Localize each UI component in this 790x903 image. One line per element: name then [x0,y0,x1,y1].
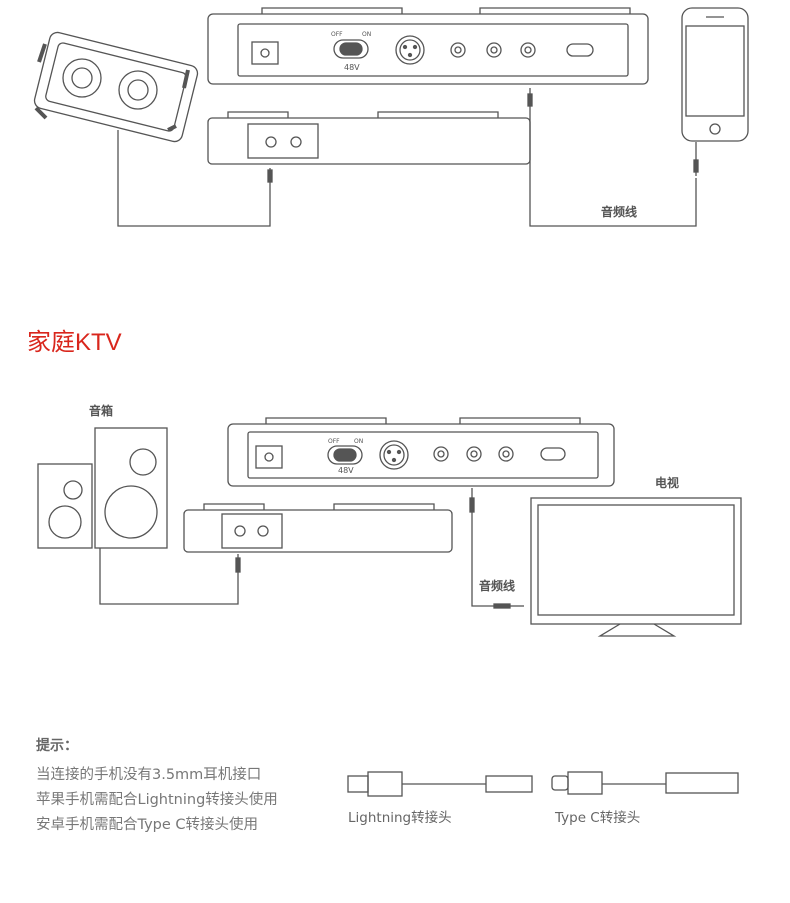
ktv-speakers [37,427,168,549]
tip-line-2: 苹果手机需配合Lightning转接头使用 [36,792,278,808]
top-guitar-amp [33,31,199,143]
ktv-switch-on-label: ON [354,438,364,445]
ktv-switch-off-label: OFF [328,438,340,445]
ktv-cable-label: 音频线 [479,579,516,593]
top-switch-on-label: ON [362,31,372,38]
tip-line-3: 安卓手机需配合Type C转接头使用 [36,817,259,833]
tip-line-1: 当连接的手机没有3.5mm耳机接口 [36,767,262,783]
ktv-mixer-back [227,417,615,487]
section-title-ktv: 家庭KTV [27,329,122,356]
ktv-phantom-label: 48V [338,466,354,475]
ktv-mixer-front [183,503,453,553]
ktv-tv [530,497,742,637]
top-phone [681,7,749,142]
top-mixer-front [207,111,531,165]
adapter-lightning-label: Lightning转接头 [348,810,452,826]
top-switch-off-label: OFF [331,31,343,38]
typec-adapter-drawing [551,771,739,795]
lightning-adapter-drawing [347,771,533,797]
ktv-speaker-label: 音箱 [89,404,114,418]
top-phantom-label: 48V [344,63,360,72]
tip-title: 提示： [36,738,78,754]
top-cables [117,88,699,227]
ktv-cables [99,488,524,609]
top-cable-label: 音频线 [601,205,638,219]
adapter-typec-label: Type C转接头 [555,810,641,826]
top-mixer-back [207,7,649,85]
ktv-tv-label: 电视 [655,476,680,490]
